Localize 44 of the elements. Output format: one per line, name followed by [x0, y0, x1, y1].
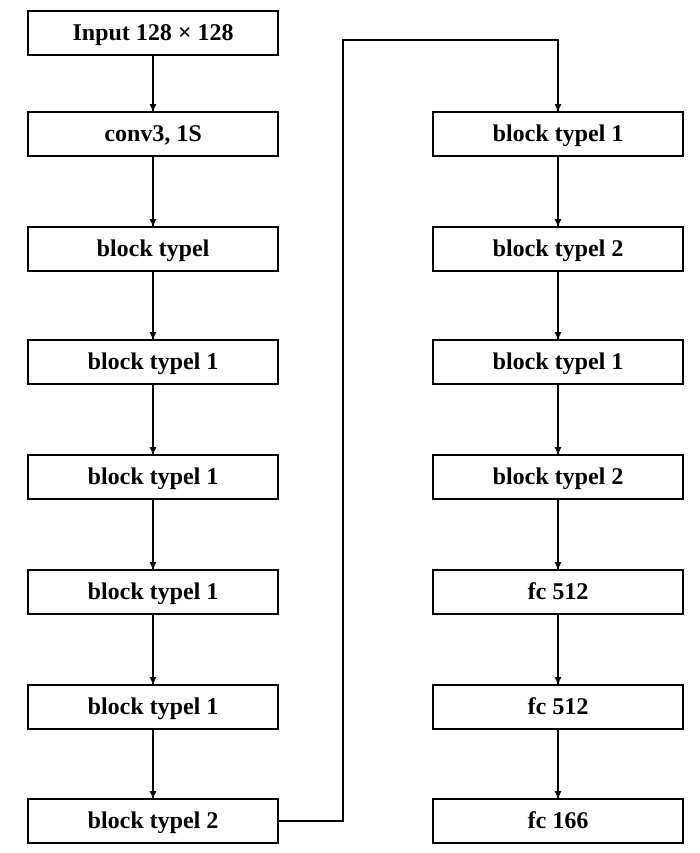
- arrow: [554, 385, 562, 454]
- arrow: [554, 272, 562, 339]
- arrow: [150, 615, 156, 684]
- layer-box: [27, 339, 279, 385]
- layer-label: fc 512: [528, 578, 588, 607]
- layer-label: block typel 2: [492, 235, 624, 264]
- arrow: [279, 39, 562, 822]
- arrow: [150, 385, 156, 454]
- layer-box: [27, 454, 279, 500]
- layer-label: block typel 2: [492, 463, 624, 492]
- arrow: [554, 730, 562, 798]
- arrow: [150, 157, 156, 226]
- arrow: [150, 272, 156, 339]
- layer-box: [432, 226, 684, 272]
- layer-box: [432, 339, 684, 385]
- layer-box: [27, 684, 279, 730]
- layer-label: block typel 1: [88, 463, 218, 492]
- layer-box: [432, 569, 684, 615]
- arrow: [554, 500, 562, 569]
- arrow: [150, 500, 156, 569]
- layer-label: conv3, 1S: [104, 120, 202, 149]
- layer-box: [27, 798, 279, 844]
- arrow: [150, 730, 156, 798]
- layer-label: block typel 1: [492, 348, 624, 377]
- layer-label: block typel 1: [492, 120, 624, 149]
- layer-box: [432, 684, 684, 730]
- layer-box: [27, 569, 279, 615]
- layer-box: [27, 10, 279, 56]
- layer-box: [27, 111, 279, 157]
- layer-label: fc 512: [528, 693, 588, 722]
- layer-box: [432, 454, 684, 500]
- layer-label: fc 166: [528, 807, 588, 836]
- arrow: [554, 615, 562, 684]
- layer-label: block typel: [96, 235, 210, 264]
- arrow: [150, 56, 156, 111]
- layer-label: block typel 2: [88, 807, 218, 836]
- layer-label: block typel 1: [88, 578, 218, 607]
- layer-label: block typel 1: [88, 348, 218, 377]
- layer-box: [432, 798, 684, 844]
- layer-box: [27, 226, 279, 272]
- layer-label: Input 128 × 128: [72, 19, 234, 48]
- arrow: [554, 157, 562, 226]
- layer-box: [432, 111, 684, 157]
- layer-label: block typel 1: [88, 693, 218, 722]
